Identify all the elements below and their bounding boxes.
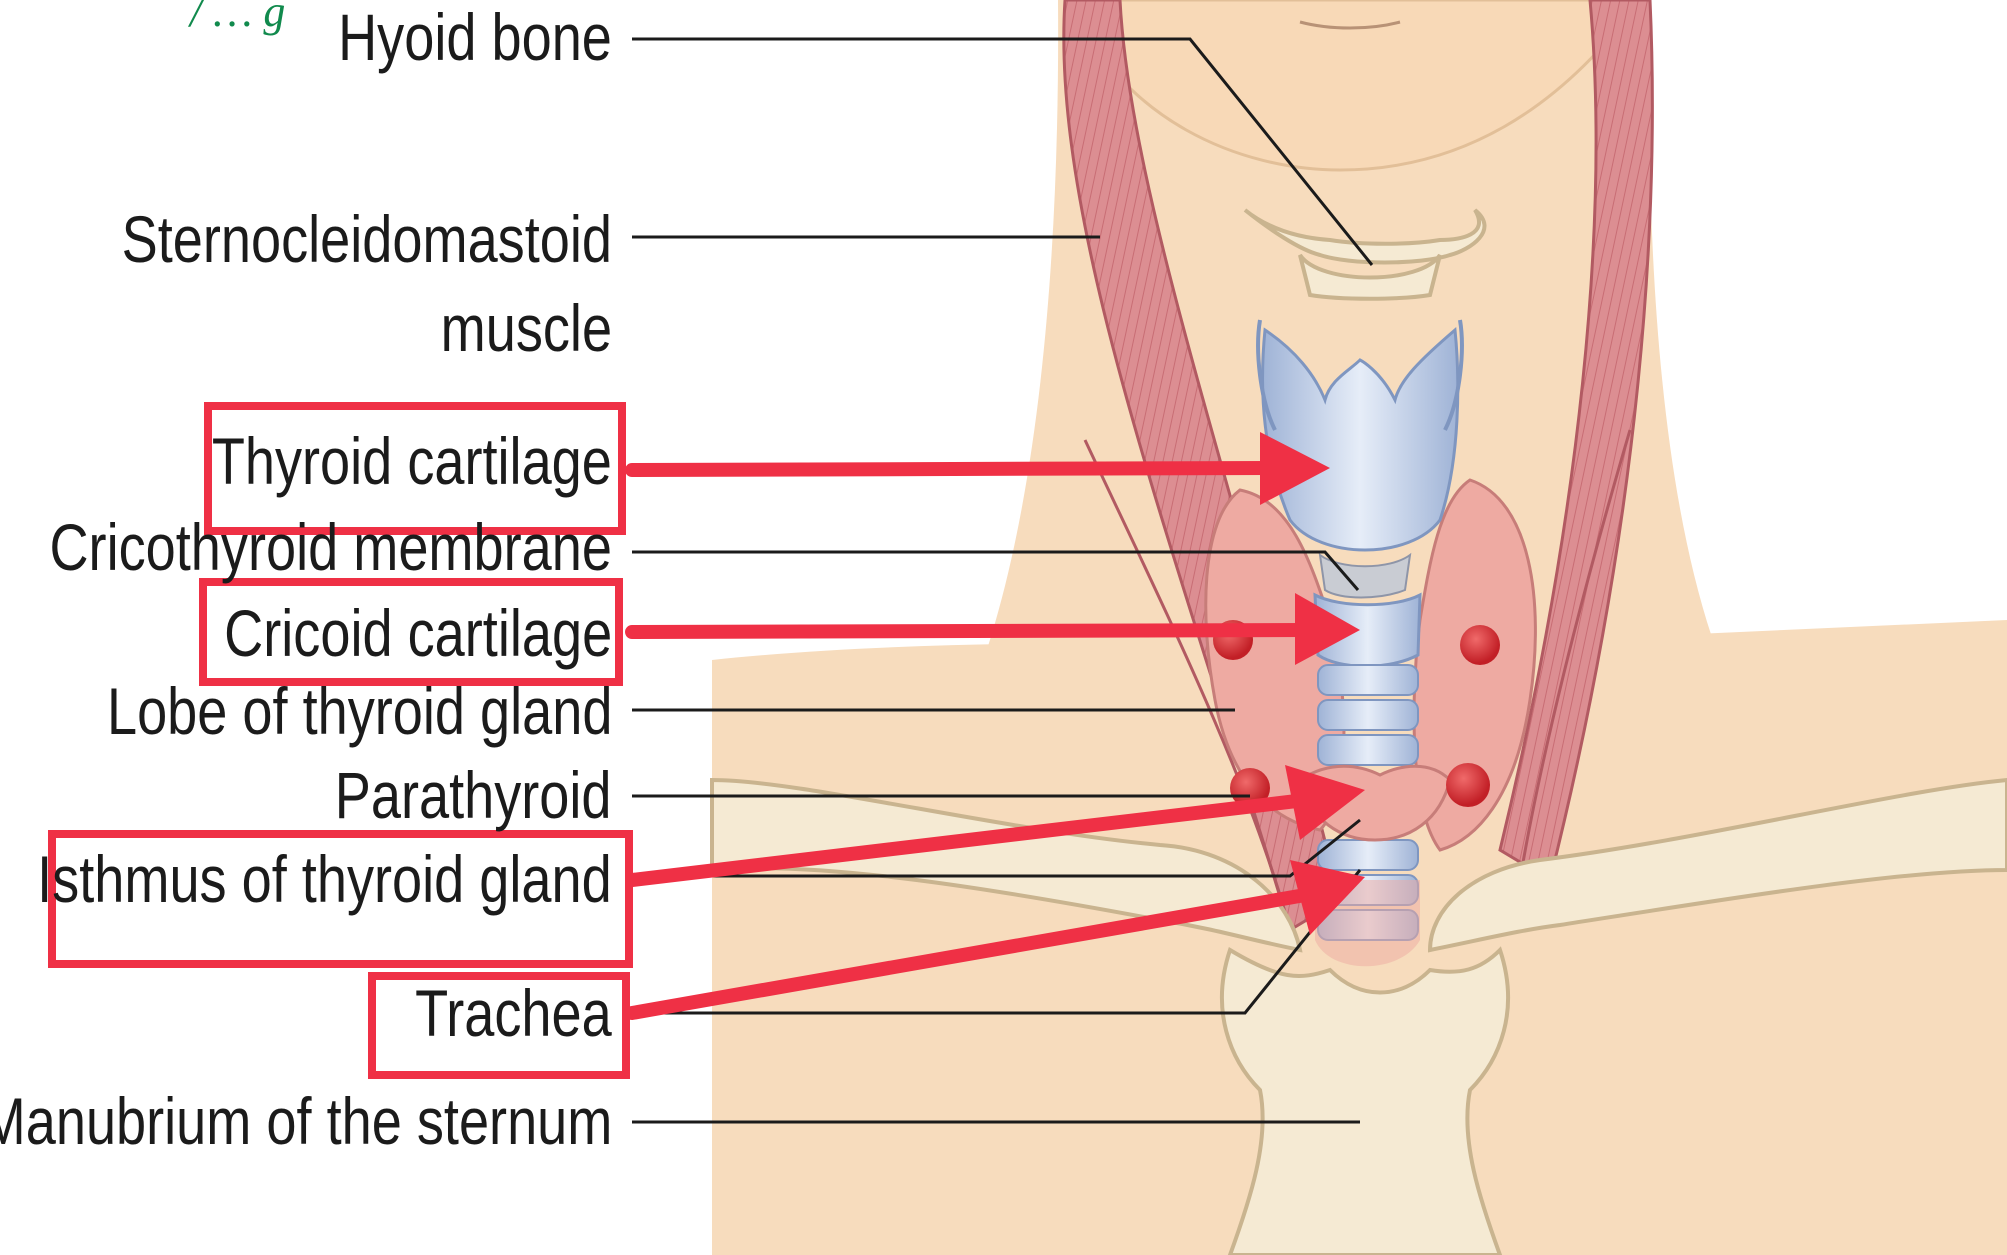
label-parathyroid: Parathyroid [335, 762, 612, 828]
label-isthmus-of-thyroid-gland: Isthmus of thyroid gland [37, 846, 612, 912]
thyroid-cartilage [1263, 330, 1458, 550]
label-manubrium-of-the-sternum: Manubrium of the sternum [0, 1088, 612, 1154]
label-thyroid-cartilage: Thyroid cartilage [212, 428, 612, 494]
cropped-header-text: / … g [190, 0, 285, 37]
label-cricoid-cartilage: Cricoid cartilage [224, 600, 612, 666]
arrow-thyroid-cartilage [632, 468, 1270, 470]
parathyroid-upper-right [1460, 625, 1500, 665]
manubrium [1222, 950, 1508, 1255]
label-sternocleidomastoid-muscle: muscle [441, 295, 612, 361]
label-cricothyroid-membrane: Cricothyroid membrane [50, 514, 612, 580]
label-hyoid-bone: Hyoid bone [338, 4, 612, 70]
label-trachea: Trachea [415, 980, 612, 1046]
parathyroid-lower-right [1446, 763, 1490, 807]
arrow-cricoid-cartilage [632, 630, 1305, 632]
label-sternocleidomastoid: Sternocleidomastoid [122, 206, 612, 272]
label-lobe-of-thyroid-gland: Lobe of thyroid gland [106, 678, 612, 744]
